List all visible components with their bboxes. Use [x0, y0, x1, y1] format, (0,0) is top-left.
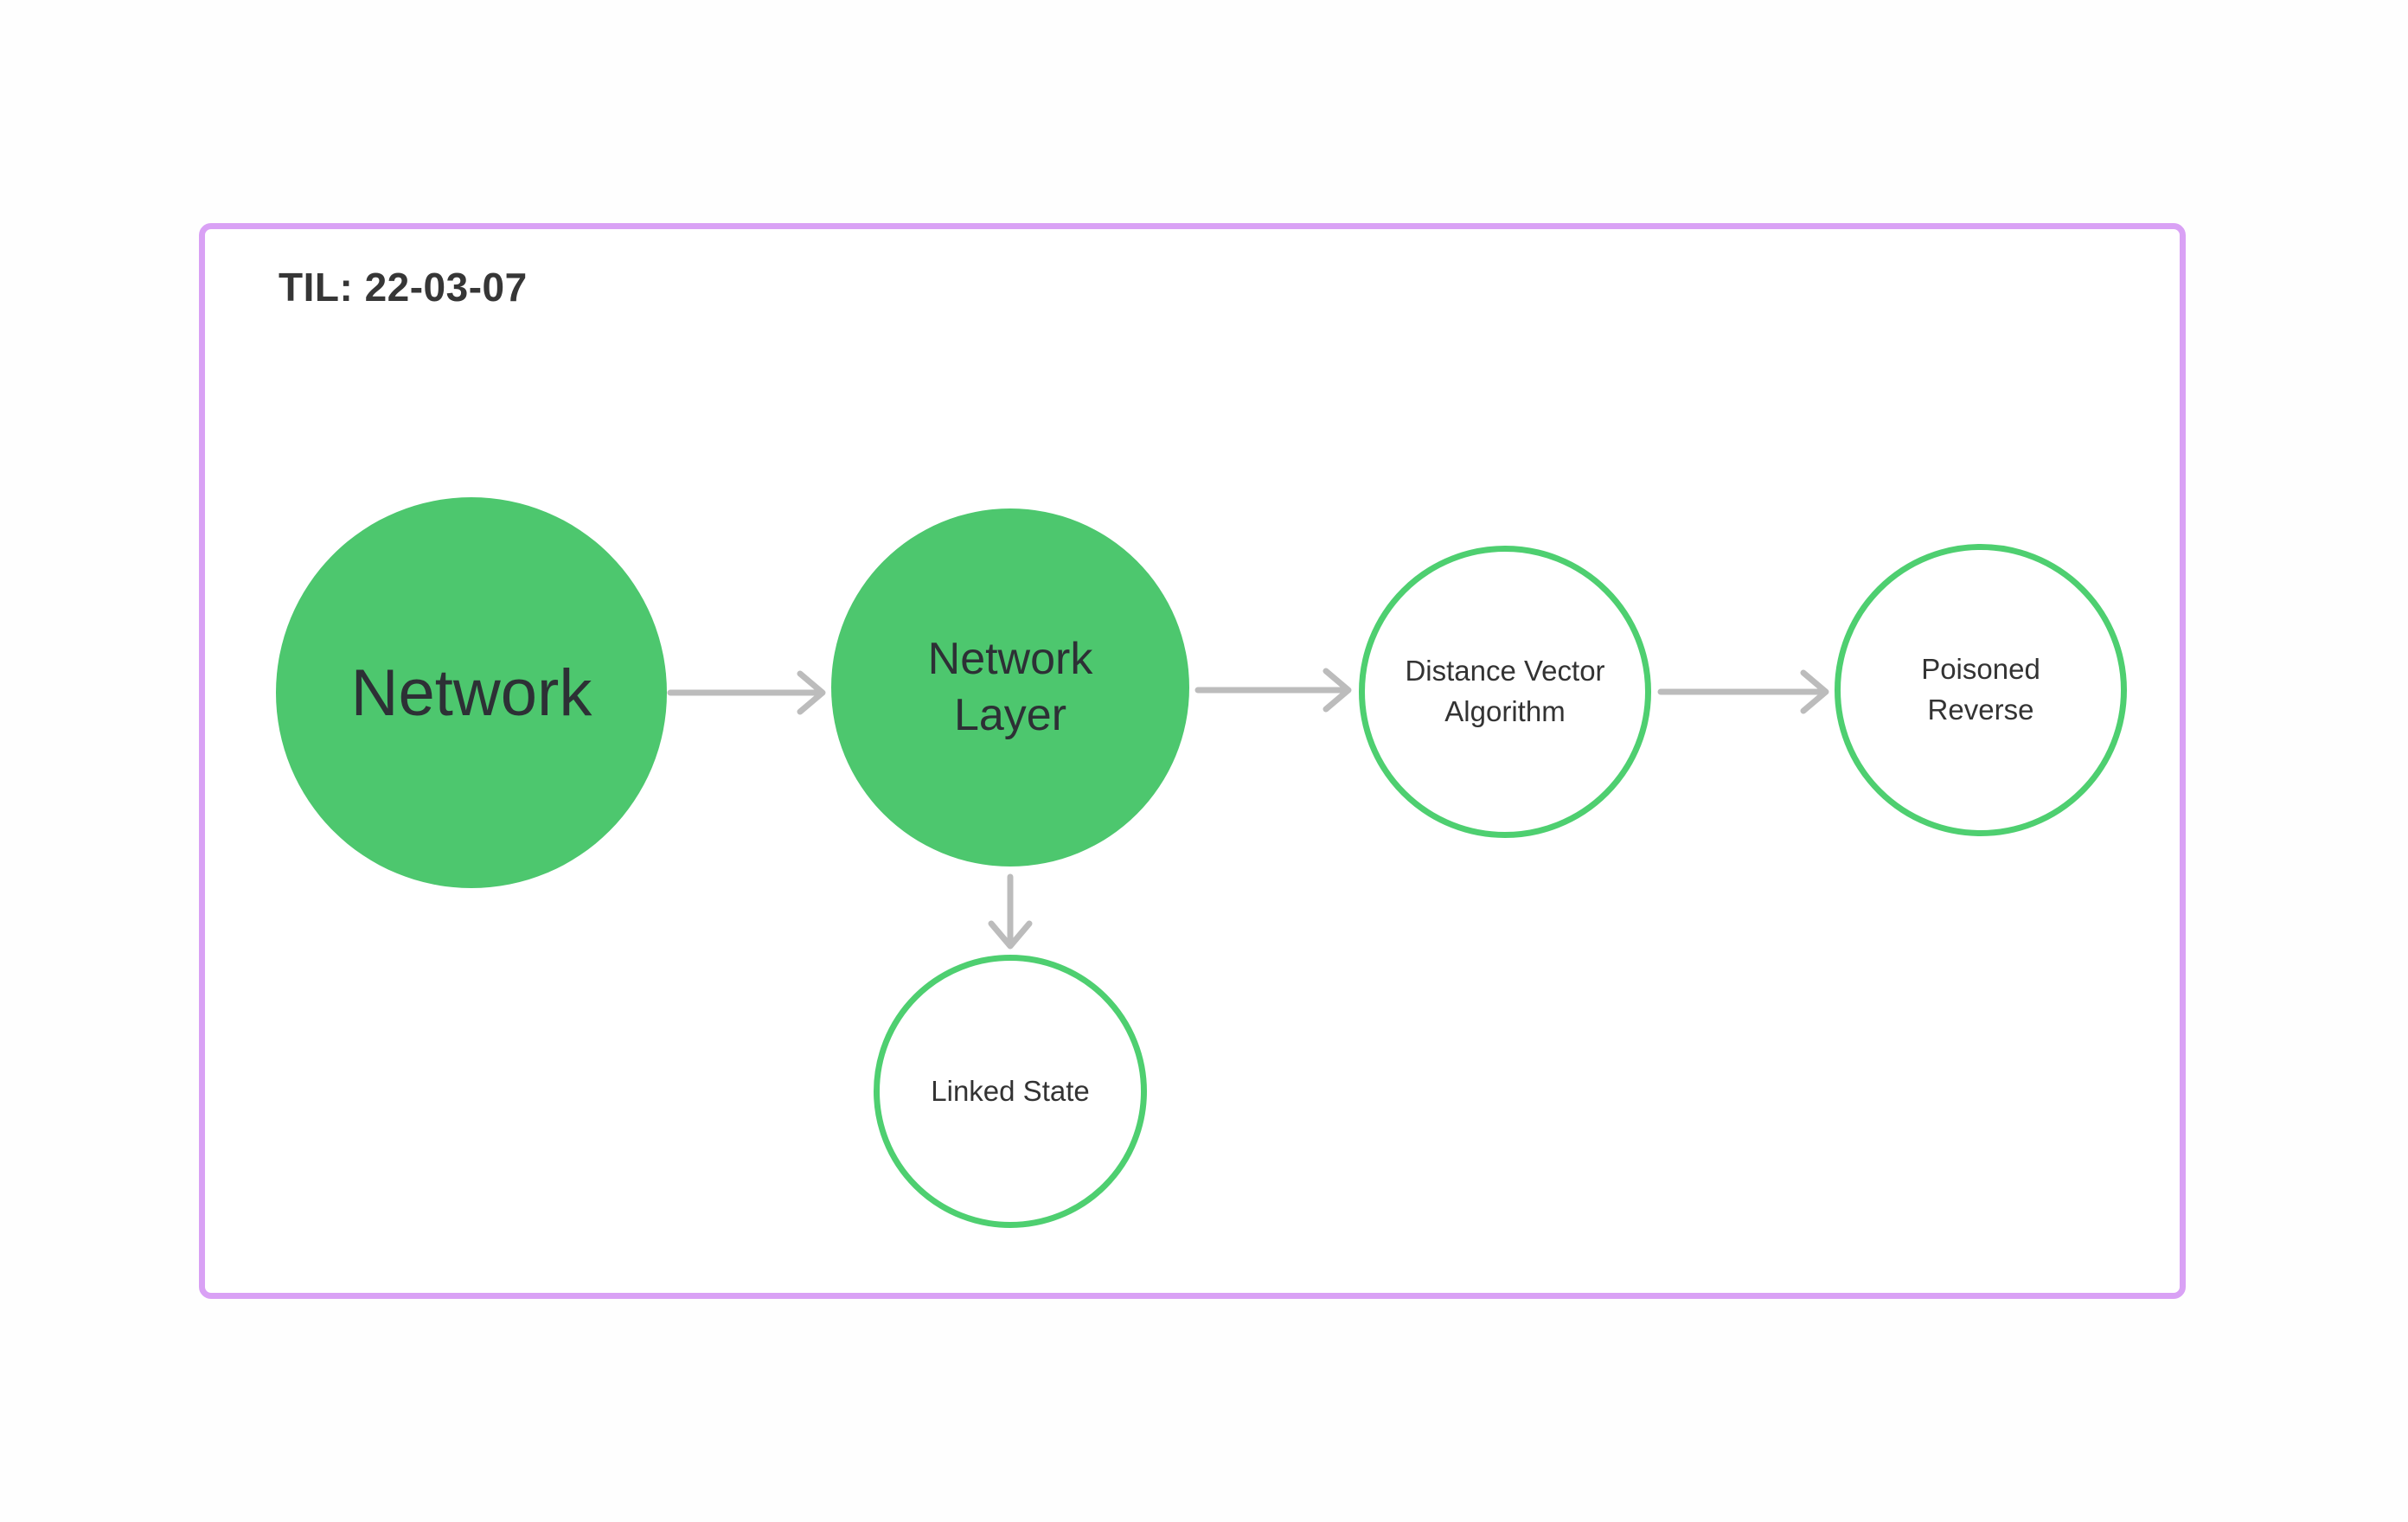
node-poisoned-reverse-label-line1: Poisoned	[1921, 653, 2040, 686]
node-distance-vector-label-line2: Algorithm	[1444, 695, 1566, 727]
node-network-layer-label-line1: Network	[927, 634, 1093, 684]
node-poisoned-reverse[interactable]: Poisoned Reverse	[1835, 544, 2127, 836]
node-network-layer[interactable]: Network Layer	[831, 508, 1189, 867]
node-distance-vector-label-line1: Distance Vector	[1405, 655, 1605, 687]
diagram-title: TIL: 22-03-07	[279, 265, 528, 310]
node-poisoned-reverse-label-line2: Reverse	[1927, 694, 2034, 726]
node-linked-state[interactable]: Linked State	[874, 955, 1147, 1228]
node-linked-state-label: Linked State	[931, 1074, 1090, 1107]
node-network-layer-label-line2: Layer	[953, 690, 1067, 740]
node-network[interactable]: Network	[276, 497, 667, 888]
node-network-label: Network	[350, 655, 592, 730]
node-distance-vector-algorithm[interactable]: Distance Vector Algorithm	[1359, 546, 1651, 838]
